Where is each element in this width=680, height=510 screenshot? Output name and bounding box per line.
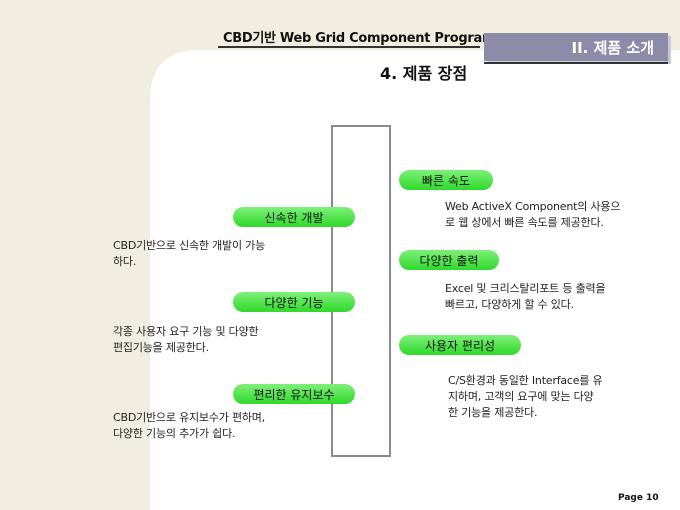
feature-desc-line: 한 기능을 제공한다. xyxy=(448,406,538,419)
feature-desc-line: 하다. xyxy=(113,255,137,268)
feature-desc-line: 편집기능을 제공한다. xyxy=(113,341,209,354)
feature-desc-line: 지하며, 고객의 요구에 맞는 다양 xyxy=(448,390,594,403)
feature-desc-line: Excel 및 크리스탈리포트 등 출력을 xyxy=(445,282,606,295)
feature-desc-fast-speed: Web ActiveX Component의 사용으 로 웹 상에서 빠른 속도… xyxy=(445,199,620,231)
feature-desc-line: 로 웹 상에서 빠른 속도를 제공한다. xyxy=(445,216,604,229)
feature-pill-fast-development: 신속한 개발 xyxy=(233,207,355,227)
feature-desc-line: 다양한 기능의 추가가 쉽다. xyxy=(113,427,236,440)
center-frame xyxy=(331,125,391,457)
feature-desc-various-output: Excel 및 크리스탈리포트 등 출력을 빠르고, 다양하게 할 수 있다. xyxy=(445,281,606,313)
feature-desc-line: CBD기반으로 신속한 개발이 가능 xyxy=(113,239,266,252)
heading-rule xyxy=(484,62,668,64)
feature-desc-line: 각종 사용자 요구 기능 및 다양한 xyxy=(113,325,259,338)
feature-desc-easy-maintenance: CBD기반으로 유지보수가 편하며, 다양한 기능의 추가가 쉽다. xyxy=(113,410,265,442)
feature-desc-various-functions: 각종 사용자 요구 기능 및 다양한 편집기능을 제공한다. xyxy=(113,324,259,356)
feature-desc-user-convenience: C/S환경과 동일한 Interface를 유 지하며, 고객의 요구에 맞는 … xyxy=(448,373,603,421)
page-heading: 4. 제품 장점 xyxy=(380,64,468,83)
feature-pill-various-output: 다양한 출력 xyxy=(399,250,499,270)
feature-pill-user-convenience: 사용자 편리성 xyxy=(399,335,521,355)
feature-desc-line: 빠르고, 다양하게 할 수 있다. xyxy=(445,298,574,311)
feature-pill-various-functions: 다양한 기능 xyxy=(233,292,355,312)
feature-desc-line: CBD기반으로 유지보수가 편하며, xyxy=(113,411,266,424)
feature-pill-easy-maintenance: 편리한 유지보수 xyxy=(233,384,355,404)
page-number: Page 10 xyxy=(618,493,659,503)
section-tab: II. 제품 소개 xyxy=(484,33,668,61)
header-rule xyxy=(218,46,480,48)
feature-desc-line: Web ActiveX Component의 사용으 xyxy=(445,200,621,213)
feature-desc-line: C/S환경과 동일한 Interface를 유 xyxy=(448,374,603,387)
feature-desc-fast-development: CBD기반으로 신속한 개발이 가능 하다. xyxy=(113,238,265,270)
feature-pill-fast-speed: 빠른 속도 xyxy=(399,170,493,190)
document-header-title: CBD기반 Web Grid Component Program xyxy=(223,31,496,46)
